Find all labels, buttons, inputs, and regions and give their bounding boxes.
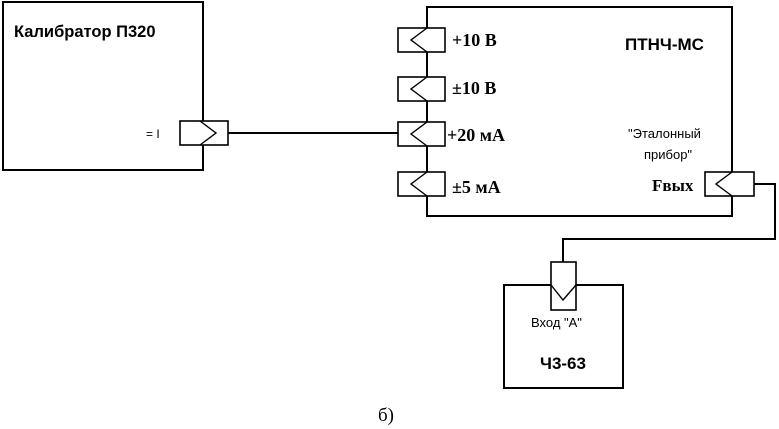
ptnch-input-connector [397,27,446,53]
ptnch-reference-label-line1: "Эталонный [628,126,701,141]
connector-body [550,261,577,311]
connector-chevron-icon [409,121,428,147]
connector-chevron-icon [550,284,577,302]
counter-title: Ч3-63 [540,354,586,373]
calibrator-block: Калибратор П320 = I [2,1,229,171]
ptnch-input-label: +20 мА [447,125,505,145]
ptnch-input-label: ±5 мА [452,177,501,197]
wire-ptnch-to-counter [562,183,776,262]
ptnch-output-connector [704,171,755,197]
counter-input-label: Вход "А" [531,315,582,330]
connector-chevron-icon [409,171,428,197]
connector-chevron-icon [199,120,218,146]
ptnch-input-label: +10 В [452,30,497,50]
connector-chevron-icon [409,27,428,53]
connector-body [179,120,229,146]
calibrator-box [2,1,204,171]
ptnch-input-connector [397,121,446,147]
ptnch-output-label: Fвых [652,176,694,195]
ptnch-input-label: ±10 В [452,78,496,98]
calibrator-output-label: = I [146,127,160,141]
ptnch-title: ПТНЧ-МС [625,35,704,54]
connector-body [704,171,755,197]
figure-caption: б) [378,405,394,426]
ptnch-box [426,6,733,217]
ptnch-input-connector [397,76,446,102]
ptnch-input-connector [397,171,446,197]
counter-block: Вход "А" Ч3-63 [503,261,624,389]
ptnch-block: ПТНЧ-МС +10 В ±10 В +20 мА ±5 мА "Эталон… [397,6,755,217]
connector-chevron-icon [409,76,428,102]
counter-input-connector [550,261,577,311]
calibrator-output-connector [179,120,229,146]
connector-chevron-icon [714,171,733,197]
ptnch-reference-label-line2: прибор" [644,147,692,162]
calibrator-title: Калибратор П320 [14,23,156,41]
